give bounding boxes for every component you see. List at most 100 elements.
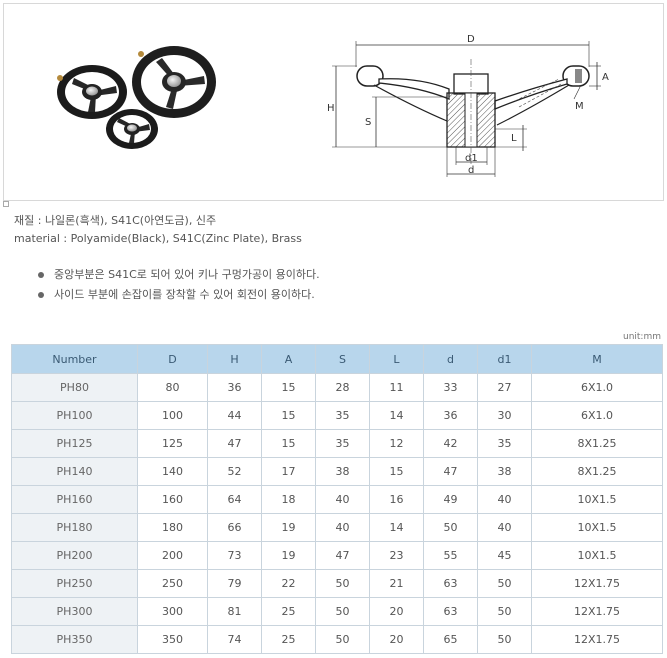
table-cell: 64 [207, 485, 262, 514]
dim-label-D: D [467, 34, 475, 45]
table-cell: 19 [261, 541, 316, 570]
table-cell: 73 [207, 541, 262, 570]
table-cell: 42 [423, 429, 478, 458]
unit-label: unit:mm [622, 332, 661, 342]
table-cell: 14 [369, 401, 424, 430]
table-cell: 25 [261, 625, 316, 654]
table-cell: 12X1.75 [531, 597, 663, 626]
table-cell: 55 [423, 541, 478, 570]
model-number-cell: PH180 [11, 513, 138, 542]
table-cell: 12X1.75 [531, 569, 663, 598]
handwheel-photo [57, 46, 216, 149]
table-cell: 50 [477, 597, 532, 626]
model-number-cell: PH100 [11, 401, 138, 430]
column-header: H [207, 344, 262, 374]
table-cell: 180 [137, 513, 208, 542]
table-cell: 47 [315, 541, 370, 570]
image-marker [3, 201, 9, 207]
table-cell: 17 [261, 457, 316, 486]
table-cell: 36 [423, 401, 478, 430]
table-cell: 47 [423, 457, 478, 486]
table-cell: 23 [369, 541, 424, 570]
column-header: L [369, 344, 424, 374]
feature-text: 중앙부분은 S41C로 되어 있어 키나 구멍가공이 용이하다. [54, 268, 320, 281]
table-cell: 50 [315, 625, 370, 654]
table-cell: 11 [369, 373, 424, 402]
model-number-cell: PH200 [11, 541, 138, 570]
medium-wheel-icon [57, 65, 127, 119]
table-cell: 40 [315, 513, 370, 542]
table-cell: 45 [477, 541, 532, 570]
table-cell: 63 [423, 569, 478, 598]
product-image-frame: D H S A M [3, 3, 664, 201]
table-cell: 10X1.5 [531, 541, 663, 570]
table-cell: 28 [315, 373, 370, 402]
table-cell: 38 [477, 457, 532, 486]
table-cell: 35 [315, 401, 370, 430]
table-cell: 140 [137, 457, 208, 486]
column-header: A [261, 344, 316, 374]
table-cell: 50 [315, 569, 370, 598]
dim-label-A: A [602, 72, 609, 83]
table-cell: 50 [477, 569, 532, 598]
column-header: Number [11, 344, 138, 374]
bullet-icon [38, 272, 44, 278]
table-cell: 200 [137, 541, 208, 570]
table-cell: 40 [477, 485, 532, 514]
table-cell: 21 [369, 569, 424, 598]
table-cell: 49 [423, 485, 478, 514]
table-cell: 15 [261, 401, 316, 430]
table-cell: 20 [369, 625, 424, 654]
table-cell: 74 [207, 625, 262, 654]
table-cell: 33 [423, 373, 478, 402]
dim-label-d: d [468, 165, 474, 176]
table-cell: 15 [261, 373, 316, 402]
table-cell: 44 [207, 401, 262, 430]
table-cell: 10X1.5 [531, 513, 663, 542]
table-cell: 18 [261, 485, 316, 514]
model-number-cell: PH125 [11, 429, 138, 458]
feature-item: 사이드 부분에 손잡이를 장착할 수 있어 회전이 용이하다. [36, 287, 320, 307]
table-cell: 15 [369, 457, 424, 486]
column-header: M [531, 344, 663, 374]
table-cell: 10X1.5 [531, 485, 663, 514]
column-header: S [315, 344, 370, 374]
table-cell: 125 [137, 429, 208, 458]
dim-label-d1: d1 [465, 153, 478, 164]
table-cell: 40 [315, 485, 370, 514]
material-korean: 재질 : 나일론(흑색), S41C(아연도금), 신주 [14, 214, 217, 227]
table-cell: 38 [315, 457, 370, 486]
table-cell: 250 [137, 569, 208, 598]
model-number-cell: PH140 [11, 457, 138, 486]
table-cell: 100 [137, 401, 208, 430]
table-cell: 66 [207, 513, 262, 542]
table-cell: 19 [261, 513, 316, 542]
column-header: D [137, 344, 208, 374]
model-number-cell: PH300 [11, 597, 138, 626]
model-number-cell: PH350 [11, 625, 138, 654]
model-number-cell: PH80 [11, 373, 138, 402]
table-cell: 35 [477, 429, 532, 458]
feature-list: 중앙부분은 S41C로 되어 있어 키나 구멍가공이 용이하다. 사이드 부분에… [36, 267, 320, 307]
table-cell: 6X1.0 [531, 373, 663, 402]
dim-label-L: L [511, 133, 517, 144]
table-cell: 300 [137, 597, 208, 626]
small-wheel-icon [106, 109, 158, 149]
material-english: material : Polyamide(Black), S41C(Zinc P… [14, 232, 302, 245]
table-cell: 6X1.0 [531, 401, 663, 430]
table-cell: 52 [207, 457, 262, 486]
table-cell: 30 [477, 401, 532, 430]
table-cell: 50 [315, 597, 370, 626]
table-cell: 27 [477, 373, 532, 402]
table-cell: 81 [207, 597, 262, 626]
